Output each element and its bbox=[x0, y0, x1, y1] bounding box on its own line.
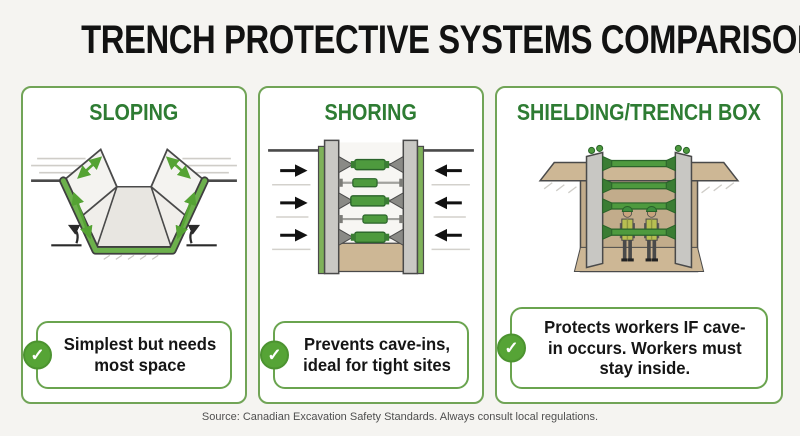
card-sloping-note: Simplest but needs most space bbox=[63, 334, 217, 375]
check-icon: ✓ bbox=[260, 340, 289, 370]
card-shielding-heading: SHIELDING/TRENCH BOX bbox=[516, 99, 761, 125]
left-green-sheet bbox=[317, 145, 326, 275]
card-shielding-note-box: ✓ Protects workers IF cave-in occurs. Wo… bbox=[497, 307, 768, 389]
page-title: TRENCH PROTECTIVE SYSTEMS COMPARISON bbox=[81, 18, 800, 62]
slope-angle-indicators bbox=[51, 224, 217, 247]
source-footnote: Source: Canadian Excavation Safety Stand… bbox=[201, 411, 599, 423]
right-shoring-panel bbox=[402, 139, 419, 275]
left-shoring-panel bbox=[323, 139, 340, 275]
card-sloping: SLOPING bbox=[21, 86, 247, 404]
inward-pressure-arrows bbox=[280, 164, 462, 242]
spreader-bars-upper bbox=[601, 155, 676, 214]
trench-box-illustration bbox=[538, 144, 740, 273]
cut-face-hatch bbox=[543, 182, 735, 194]
hydraulic-cross-braces bbox=[338, 155, 404, 247]
soil-hatch bbox=[272, 183, 470, 251]
card-sloping-heading: SLOPING bbox=[89, 99, 179, 125]
check-icon: ✓ bbox=[23, 340, 52, 370]
sloping-trench-illustration bbox=[31, 147, 237, 260]
slope-direction-arrows bbox=[71, 156, 197, 240]
card-shoring-note-box: ✓ Prevents cave-ins, ideal for tight sit… bbox=[260, 321, 469, 389]
shoring-trench-illustration bbox=[268, 139, 474, 275]
pit-floor bbox=[573, 246, 705, 273]
card-shielding: SHIELDING/TRENCH BOX bbox=[495, 86, 783, 404]
card-sloping-note-box: ✓ Simplest but needs most space bbox=[23, 321, 232, 389]
under-bottom-hatch bbox=[103, 254, 159, 260]
card-shoring-note: Prevents cave-ins, ideal for tight sites bbox=[303, 334, 451, 375]
right-green-sheet bbox=[416, 145, 425, 275]
card-shielding-note: Protects workers IF cave-in occurs. Work… bbox=[544, 317, 746, 379]
spreader-bar-lower bbox=[601, 224, 676, 241]
comparison-cards-row: SLOPING bbox=[0, 86, 800, 404]
card-shoring-heading: SHORING bbox=[324, 99, 418, 125]
check-icon: ✓ bbox=[497, 333, 526, 363]
trench-floor bbox=[329, 242, 413, 273]
page-header: TRENCH PROTECTIVE SYSTEMS COMPARISON bbox=[0, 18, 800, 66]
card-shoring: SHORING bbox=[258, 86, 484, 404]
